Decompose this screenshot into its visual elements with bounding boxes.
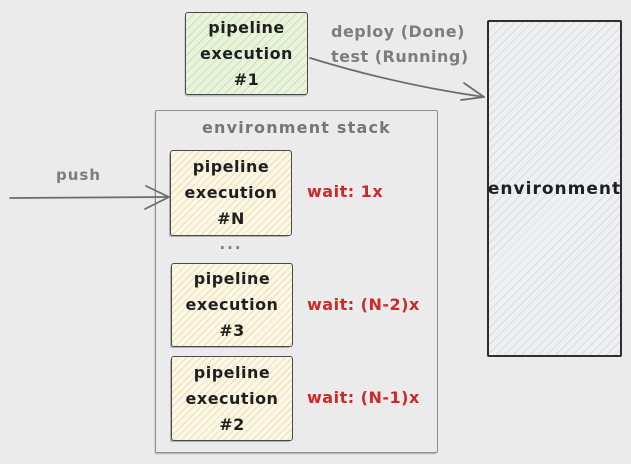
pipeline-2-line: execution [185, 388, 279, 408]
environment-label: environment [487, 178, 622, 199]
pipeline-execution-2-box: pipeline execution #2 [171, 356, 293, 441]
wait-label-3: wait: (N-2)x [307, 295, 420, 314]
pipeline-2-line: #2 [219, 414, 245, 434]
pipeline-1-line: execution [200, 43, 293, 63]
deploy-status-line1: deploy (Done) [331, 22, 465, 41]
pipeline-1-line: #1 [233, 69, 260, 89]
pipeline-execution-n-box: pipeline execution #N [170, 150, 292, 236]
pipeline-2-line: pipeline [193, 362, 271, 382]
pipeline-3-line: pipeline [193, 269, 271, 288]
deploy-status-label: deploy (Done) test (Running) [331, 19, 469, 69]
pipeline-execution-3-box: pipeline execution #3 [171, 263, 293, 347]
pipeline-3-line: #3 [219, 321, 245, 340]
pipeline-n-line: #N [217, 209, 245, 228]
pipeline-n-line: pipeline [192, 157, 270, 176]
pipeline-execution-1-box: pipeline execution #1 [185, 12, 308, 95]
wait-label-n: wait: 1x [307, 182, 384, 201]
wait-label-2: wait: (N-1)x [307, 388, 420, 407]
pipeline-n-line: execution [184, 183, 278, 202]
stack-ellipsis: ... [219, 235, 243, 253]
deploy-status-line2: test (Running) [331, 47, 469, 66]
environment-stack-title: environment stack [201, 118, 392, 137]
pipeline-3-line: execution [185, 295, 279, 314]
pipeline-1-line: pipeline [208, 17, 285, 37]
environment-stack-container: environment stack pipeline execution #N … [155, 110, 438, 453]
environment-box: environment [487, 20, 622, 357]
push-arrow [9, 185, 170, 210]
push-label: push [56, 166, 102, 184]
